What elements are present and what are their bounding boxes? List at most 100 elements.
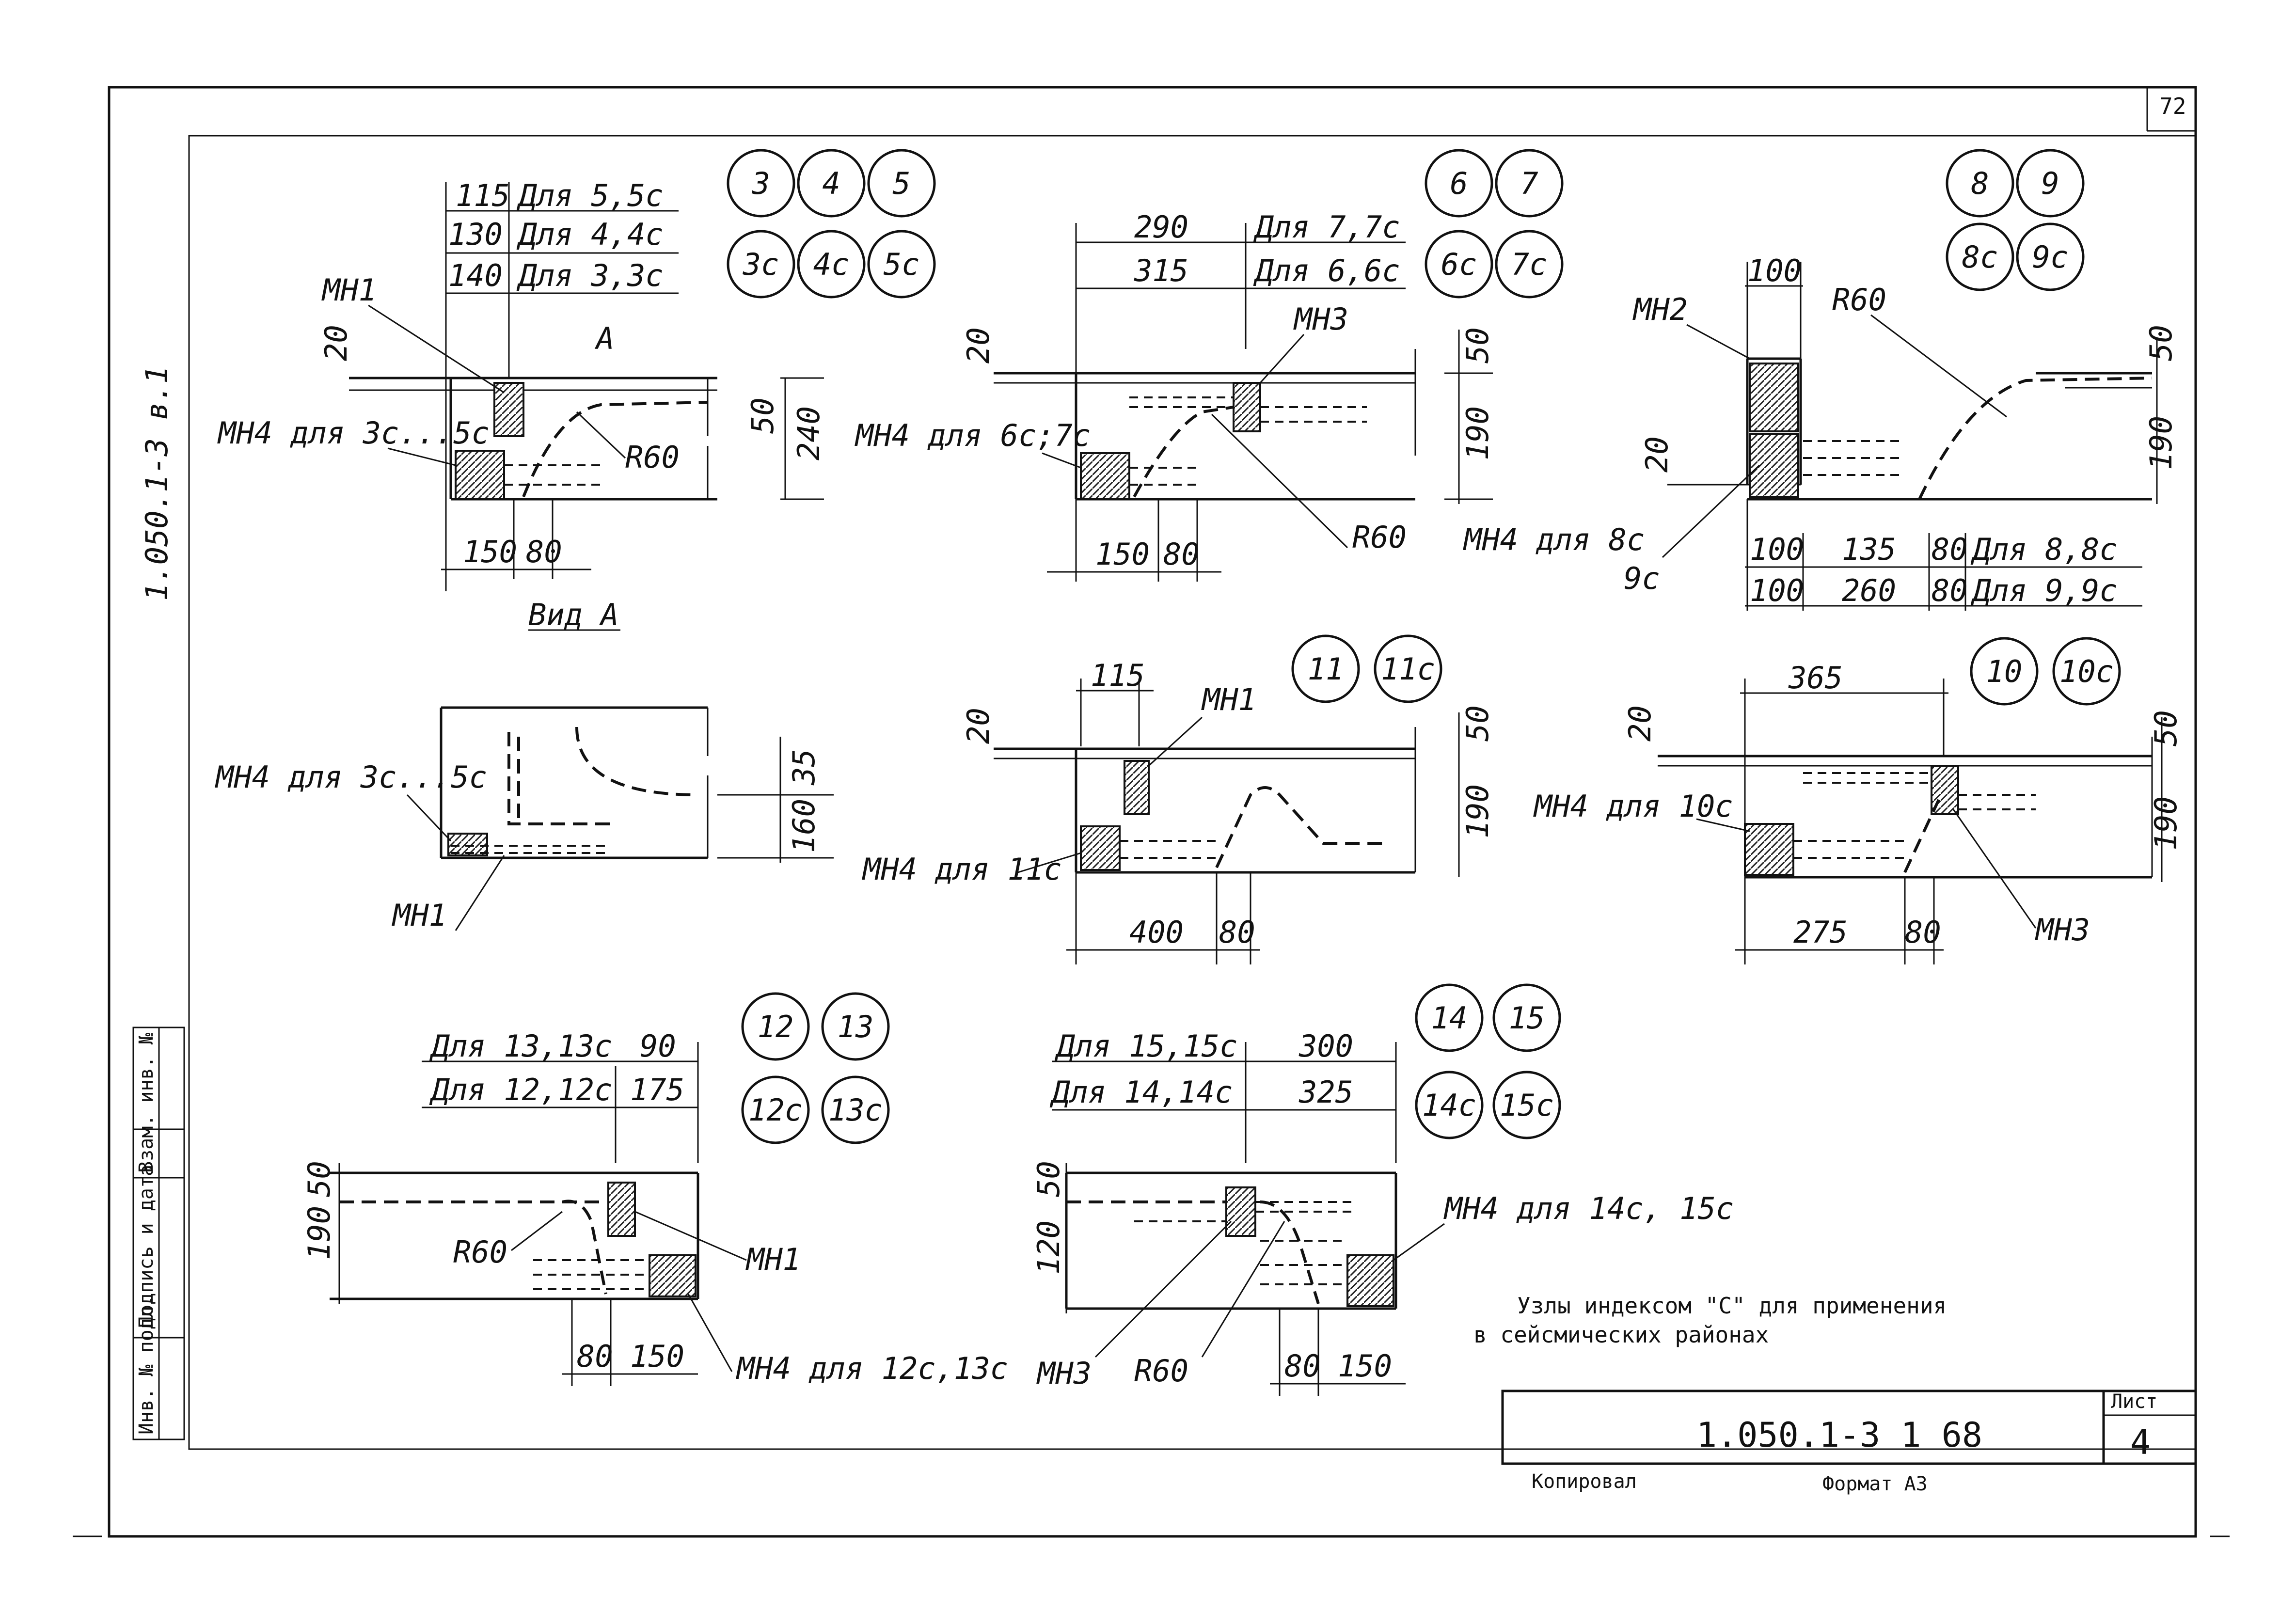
embedded-plate-mh4 [649, 1254, 697, 1297]
footer-right: Формат А3 [1822, 1473, 1928, 1495]
label-mh4: МН4 для 8с [1463, 522, 1645, 557]
sheet-number: 4 [2130, 1422, 2151, 1462]
index-circle-label: 13 [838, 1009, 874, 1044]
dim-100: 100 [1747, 253, 1802, 288]
index-circle-label: 3 [751, 166, 770, 201]
index-circle-label: 3с [743, 247, 779, 282]
dim-120: 120 [1031, 1220, 1066, 1275]
dim-275: 275 [1793, 915, 1848, 950]
view-a: Вид А МН4 для 3с...5с МН1 35 160 [215, 597, 834, 933]
node-10: 10 10с 365 МН4 для 10с МН3 20 50 190 275… [1533, 637, 2184, 964]
dim-50: 50 [1460, 705, 1495, 742]
dim-value: 140 [448, 258, 503, 293]
view-mark: А [594, 321, 614, 356]
dim-value: 100 [1750, 573, 1804, 608]
index-circle-label: 10с [2059, 654, 2114, 689]
sheet-label: Лист [2111, 1390, 2157, 1413]
label-r60: R60 [1352, 520, 1407, 555]
label-mh4: МН4 для 10с [1533, 789, 1733, 824]
stamp-cell: Подпись и дата [135, 1165, 158, 1328]
dim-value: 100 [1750, 532, 1804, 567]
index-circle-label: 12с [748, 1092, 803, 1128]
dim-value: 90 [640, 1028, 676, 1064]
footer-left: Копировал [1532, 1470, 1637, 1493]
side-code: 1.050.1-3 в.1 [139, 366, 174, 601]
dim-20: 20 [961, 327, 996, 363]
index-circle-label: 14 [1431, 1000, 1468, 1036]
dim-190: 190 [1460, 784, 1495, 838]
stamp-cell: Инв. № подл. [135, 1295, 158, 1435]
embedded-plate-mh3 [1233, 382, 1261, 432]
dim-value: 300 [1298, 1028, 1353, 1064]
dim-365: 365 [1788, 660, 1843, 695]
dim-value: 175 [630, 1072, 684, 1107]
index-circle-label: 4с [813, 247, 850, 282]
dim-label: Для 7,7с [1253, 209, 1400, 245]
dim-20: 20 [318, 325, 354, 361]
dim-label: Для 15,15с [1054, 1028, 1237, 1064]
dim-80: 80 [1219, 915, 1255, 950]
dim-value: 290 [1134, 209, 1188, 245]
embedded-plate-mh4 [1080, 452, 1130, 500]
index-circle-label: 5 [892, 166, 910, 201]
label-mh3: МН3 [2035, 912, 2090, 948]
dim-value: 260 [1842, 573, 1896, 608]
dim-400: 400 [1129, 915, 1184, 950]
dim-label: Для 6,6с [1253, 253, 1400, 288]
dim-label: Для 14,14с [1049, 1074, 1233, 1110]
index-circle-label: 6с [1441, 247, 1477, 282]
dim-value: 115 [456, 178, 510, 213]
embedded-plate-mh4 [447, 833, 488, 856]
dim-50: 50 [1460, 327, 1495, 363]
left-stamp-strip: Инв. № подл. Подпись и дата Взам. инв. № [132, 1027, 185, 1440]
index-circle-label: 5с [884, 247, 920, 282]
embedded-plate-mh1 [607, 1182, 636, 1237]
dim-240: 240 [791, 406, 826, 460]
embedded-plate-mh1 [493, 382, 524, 437]
dim-190: 190 [1460, 406, 1495, 460]
title-block [1501, 1390, 2197, 1465]
node-345: 3 4 5 3с 4с 5с 115 Для 5,5с 130 Для 4,4с… [217, 149, 936, 591]
dim-50: 50 [2148, 710, 2184, 746]
caption-line-2: в сейсмических районах [1473, 1322, 1769, 1348]
index-circle-label: 7 [1520, 166, 1538, 201]
dim-value: 80 [1932, 532, 1968, 567]
dim-190: 190 [2143, 416, 2179, 470]
dim-50: 50 [301, 1161, 337, 1197]
dim-150: 150 [1338, 1348, 1392, 1384]
dim-80: 80 [526, 534, 562, 569]
sheet-frame [73, 86, 2230, 1538]
dim-150: 150 [630, 1339, 684, 1374]
dim-190: 190 [301, 1206, 337, 1260]
dim-80: 80 [577, 1339, 613, 1374]
dim-190: 190 [2148, 796, 2184, 851]
dim-150: 150 [463, 534, 517, 569]
index-circle-label: 11с [1381, 651, 1435, 687]
dim-20: 20 [961, 708, 996, 744]
dim-20: 20 [1639, 436, 1675, 473]
dim-label: Для 5,5с [516, 178, 664, 213]
dim-value: 315 [1134, 253, 1188, 288]
dim-label: Для 3,3с [516, 258, 664, 293]
index-circle-label: 8с [1962, 239, 1998, 275]
stamp-cell: Взам. инв. № [135, 1033, 158, 1173]
index-circle-label: 9 [2041, 166, 2059, 201]
embedded-plate-mh4 [455, 450, 505, 500]
index-circle-label: 12 [758, 1009, 794, 1044]
embedded-plate-mh1 [1124, 760, 1150, 815]
dim-label: Для 9,9с [1970, 573, 2118, 608]
label-mh4-alt: 9с [1624, 561, 1660, 596]
node-11: 11 11с 115 МН1 МН4 для 11с 20 50 190 400… [862, 634, 1495, 964]
embedded-plate-mh4 [1749, 433, 1799, 498]
embedded-plate-mh4 [1346, 1254, 1394, 1307]
node-89: 8 9 8с 9с 100 МН2 R60 МН4 для 8с 9с 20 5… [1463, 149, 2179, 611]
dim-50: 50 [745, 397, 780, 434]
index-circle-label: 14с [1422, 1088, 1476, 1123]
label-r60: R60 [625, 440, 680, 475]
dim-50: 50 [1031, 1161, 1066, 1197]
dim-value: 325 [1298, 1074, 1353, 1110]
label-mh1: МН1 [321, 272, 377, 308]
index-circle-label: 6 [1450, 166, 1468, 201]
label-mh1: МН1 [392, 898, 447, 933]
